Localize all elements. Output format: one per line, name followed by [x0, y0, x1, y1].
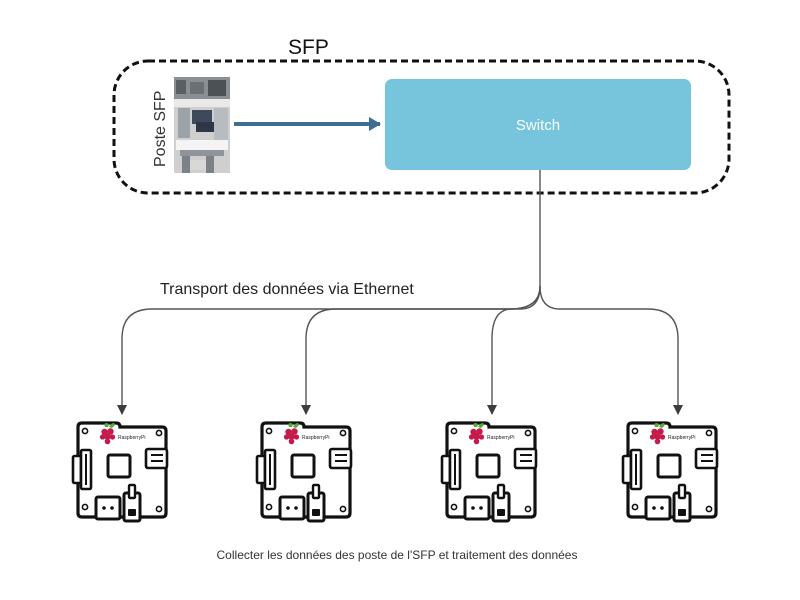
connector-to-pi-4 [539, 285, 683, 415]
group-title: SFP [288, 36, 329, 59]
transport-label: Transport des données via Ethernet [160, 281, 414, 298]
ethernet-connectors [117, 170, 683, 415]
pi-brand-label: RaspberryPi [668, 435, 696, 441]
pi-brand-label: RaspberryPi [487, 435, 515, 441]
connector-to-pi-1 [117, 285, 541, 415]
connector-to-pi-3 [487, 285, 541, 415]
pi-brand-label: RaspberryPi [118, 435, 146, 441]
diagram-caption: Collecter les données des poste de l'SFP… [217, 548, 578, 562]
sfp-group-container [112, 59, 731, 195]
raspberry-pi-2: RaspberryPi [255, 421, 353, 523]
pi-brand-label: RaspberryPi [302, 435, 330, 441]
switch-box [385, 79, 691, 170]
raspberry-pi-1: RaspberryPi [71, 421, 169, 523]
switch-label: Switch [516, 117, 560, 134]
raspberry-pi-4: RaspberryPi [621, 421, 719, 523]
poste-photo [174, 77, 230, 173]
raspberry-pi-3: RaspberryPi [440, 421, 538, 523]
connector-to-pi-2 [301, 285, 541, 415]
poste-label: Poste SFP [152, 91, 169, 167]
